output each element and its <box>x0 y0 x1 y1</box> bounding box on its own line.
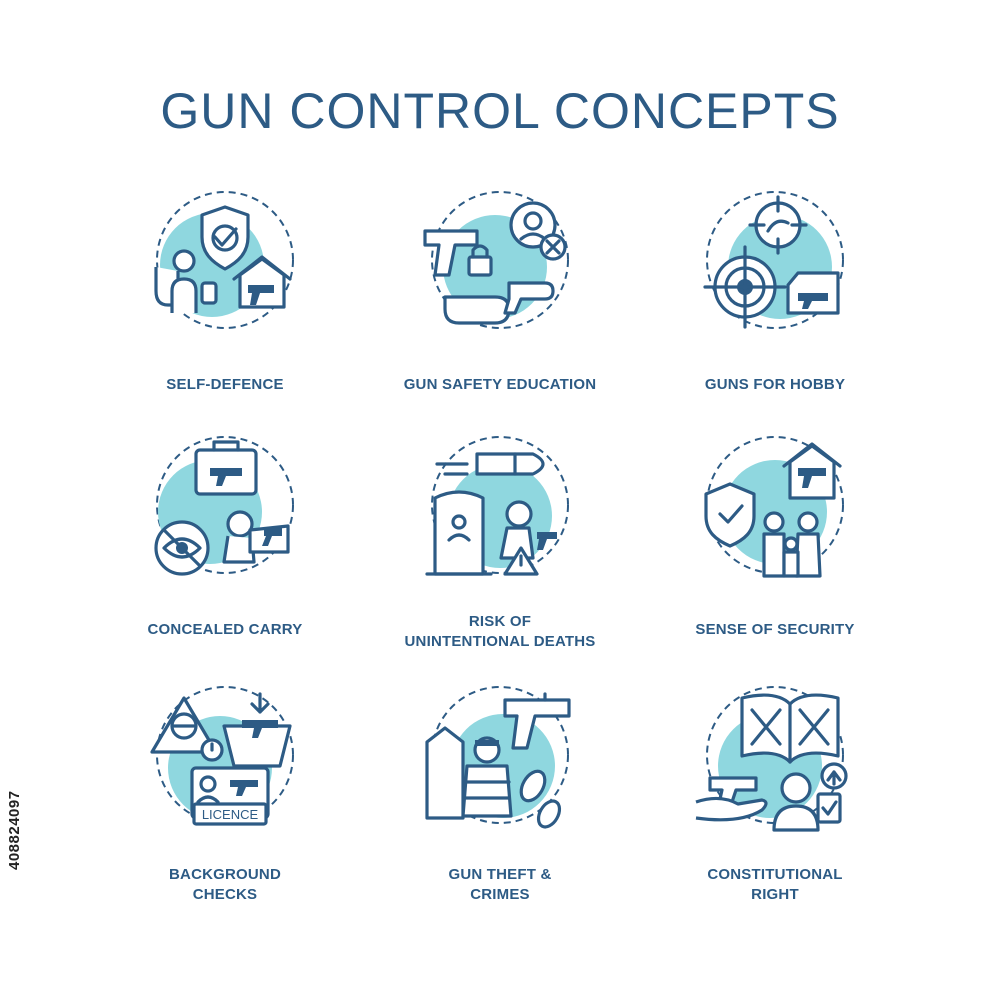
concept-label: GUN THEFT & <box>448 866 552 883</box>
self-defence-icon <box>154 191 294 329</box>
guns-for-hobby-icon <box>703 191 844 329</box>
concept-label: GUNS FOR HOBBY <box>704 376 846 393</box>
concept-label: SELF-DEFENCE <box>166 376 284 393</box>
sense-of-security-icon <box>704 436 844 578</box>
concept-label: SENSE OF SECURITY <box>695 621 855 638</box>
gun-safety-education-icon <box>423 191 569 329</box>
gun-theft-icon <box>425 686 571 829</box>
concept-label: RIGHT <box>751 886 799 903</box>
concept-label: CRIMES <box>470 886 530 903</box>
concept-label: UNINTENTIONAL DEATHS <box>404 633 596 650</box>
concealed-carry-icon <box>154 436 294 576</box>
concept-gun-safety-education: GUN SAFETY EDUCATION <box>350 191 650 445</box>
concept-background-checks: LICENCE BACKGROUND CHECKS <box>75 686 375 940</box>
concept-label: CONCEALED CARRY <box>147 621 303 638</box>
concept-label: GUN SAFETY EDUCATION <box>403 376 597 393</box>
concept-label: CONSTITUTIONAL <box>707 866 843 883</box>
concept-self-defence: SELF-DEFENCE <box>75 191 375 445</box>
licence-badge-text: LICENCE <box>202 807 259 822</box>
background-checks-icon: LICENCE <box>150 686 294 826</box>
concept-gun-theft: GUN THEFT & CRIMES <box>350 686 650 940</box>
unintentional-deaths-icon <box>425 436 569 576</box>
page-title: GUN CONTROL CONCEPTS <box>160 83 840 139</box>
concept-constitutional-right: CONSTITUTIONAL RIGHT <box>625 686 925 940</box>
concept-label: BACKGROUND <box>169 866 281 883</box>
concept-label: RISK OF <box>468 613 532 630</box>
constitutional-right-icon <box>695 686 848 832</box>
concept-unintentional-deaths: RISK OF UNINTENTIONAL DEATHS <box>350 436 650 690</box>
concept-guns-for-hobby: GUNS FOR HOBBY <box>625 191 925 445</box>
concept-label: CHECKS <box>192 886 258 903</box>
stock-id: 408824097 <box>6 790 23 870</box>
concept-concealed-carry: CONCEALED CARRY <box>75 436 375 690</box>
concept-sense-of-security: SENSE OF SECURITY <box>625 436 925 690</box>
